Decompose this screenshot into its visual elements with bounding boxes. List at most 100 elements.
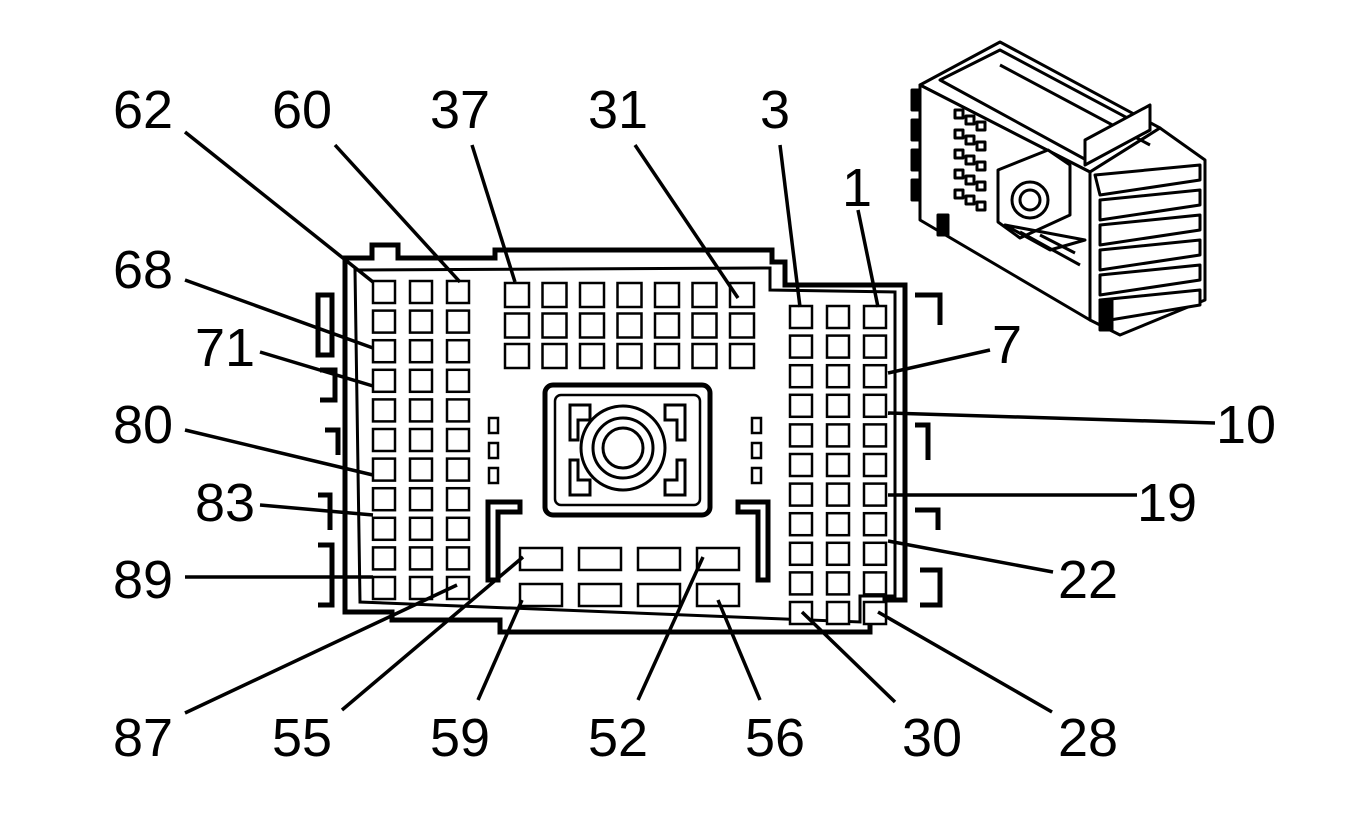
- terminal-cavity: [728, 342, 756, 370]
- terminal-cavity: [408, 546, 434, 571]
- terminal-cavity: [408, 457, 434, 482]
- terminal-cavity: [788, 452, 814, 478]
- pin-label-60: 60: [272, 80, 332, 140]
- pin-label-28: 28: [1058, 708, 1118, 768]
- terminal-cavity: [825, 393, 851, 419]
- terminal-cavity: [408, 309, 434, 334]
- terminal-cavity: [408, 279, 434, 305]
- terminal-cavity: [788, 393, 814, 419]
- leader-68: [184, 278, 374, 350]
- terminal-cavity: [408, 427, 434, 453]
- pin-label-30: 30: [902, 708, 962, 768]
- terminal-cavity: [788, 571, 814, 596]
- terminal-cavity: [695, 582, 741, 608]
- pin-label-1: 1: [842, 158, 872, 218]
- terminal-cavity: [445, 338, 471, 364]
- terminal-cavity: [371, 398, 397, 423]
- center-latch: [542, 382, 713, 518]
- terminal-cavity: [691, 281, 718, 309]
- terminal-cavity: [616, 312, 643, 339]
- leader-80: [184, 428, 374, 477]
- terminal-cavity: [371, 368, 397, 394]
- terminal-cavity: [371, 338, 397, 364]
- leader-10: [887, 411, 1216, 425]
- pin-labels: 62 60 37 31 3 1 68 71 80 83 89 7 10 19 2…: [113, 80, 1276, 768]
- terminal-cavity: [408, 398, 434, 423]
- pin-label-31: 31: [588, 80, 648, 140]
- leader-60: [333, 143, 462, 284]
- terminal-cavity: [862, 482, 888, 507]
- terminal-cavity: [728, 312, 756, 339]
- terminal-cavity: [371, 427, 397, 453]
- terminal-cavity: [445, 279, 471, 305]
- terminal-cavity: [445, 516, 471, 542]
- terminal-cavity: [825, 423, 851, 448]
- terminal-cavity: [445, 427, 471, 453]
- leader-83: [259, 503, 374, 517]
- terminal-cavity: [371, 279, 397, 305]
- terminal-cavity: [636, 582, 682, 608]
- terminal-cavity: [825, 334, 851, 359]
- terminal-cavity: [408, 338, 434, 364]
- pin-label-80: 80: [113, 395, 173, 455]
- key-slots: [487, 416, 763, 485]
- terminal-cavity: [408, 486, 434, 512]
- pin-label-62: 62: [113, 80, 173, 140]
- left-cavity-block: [371, 279, 471, 601]
- pin-label-19: 19: [1137, 473, 1197, 533]
- terminal-cavity: [788, 541, 814, 567]
- connector-isometric-view: [910, 40, 1207, 337]
- terminal-cavity: [371, 575, 397, 601]
- terminal-cavity: [541, 281, 568, 309]
- pin-label-68: 68: [113, 240, 173, 300]
- terminal-cavity: [728, 281, 756, 309]
- terminal-cavity: [825, 452, 851, 478]
- terminal-cavity: [788, 423, 814, 448]
- terminal-cavity: [408, 516, 434, 542]
- terminal-cavity: [691, 312, 718, 339]
- leader-22: [887, 539, 1054, 574]
- pin-label-7: 7: [992, 315, 1022, 375]
- terminal-cavity: [616, 281, 643, 309]
- terminal-cavity: [503, 312, 531, 339]
- terminal-cavity: [825, 571, 851, 596]
- terminal-cavity: [371, 516, 397, 542]
- leader-52: [636, 556, 705, 701]
- leader-87: [184, 583, 458, 715]
- terminal-cavity: [408, 575, 434, 601]
- terminal-cavity: [825, 363, 851, 389]
- terminal-cavity: [862, 304, 888, 330]
- terminal-cavity: [518, 582, 564, 608]
- terminal-cavity: [616, 342, 643, 370]
- terminal-cavity: [825, 511, 851, 537]
- terminal-cavity: [862, 334, 888, 359]
- terminal-cavity: [371, 309, 397, 334]
- pin-label-10: 10: [1216, 395, 1276, 455]
- pin-label-71: 71: [195, 318, 255, 378]
- terminal-cavity: [578, 312, 606, 339]
- leader-56: [716, 599, 762, 701]
- bottom-cavity-block: [518, 546, 741, 608]
- terminal-cavity: [503, 281, 531, 309]
- terminal-cavity: [541, 312, 568, 339]
- terminal-cavity: [653, 281, 681, 309]
- leader-55: [340, 555, 525, 712]
- terminal-cavity: [788, 304, 814, 330]
- leader-30: [800, 610, 897, 704]
- terminal-cavity: [825, 541, 851, 567]
- terminal-cavity: [691, 342, 718, 370]
- leader-lines: [183, 130, 1216, 715]
- pin-label-59: 59: [430, 708, 490, 768]
- leader-7: [887, 348, 991, 375]
- leader-3: [778, 144, 802, 308]
- terminal-cavity: [653, 342, 681, 370]
- terminal-cavity: [445, 398, 471, 423]
- terminal-cavity: [518, 546, 564, 572]
- terminal-cavity: [578, 281, 606, 309]
- terminal-cavity: [541, 342, 568, 370]
- leader-28: [877, 610, 1053, 714]
- terminal-cavity: [862, 541, 888, 567]
- terminal-cavity: [371, 546, 397, 571]
- leader-37: [470, 144, 517, 283]
